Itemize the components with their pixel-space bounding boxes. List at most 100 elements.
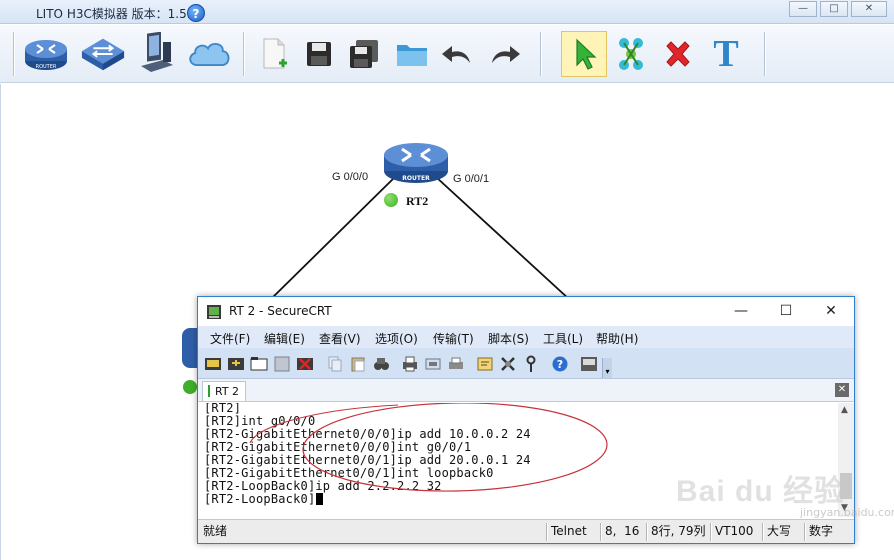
- connect-link-icon[interactable]: [608, 31, 654, 77]
- terminal-line: [RT2]: [204, 403, 242, 415]
- session-tab-label: RT 2: [215, 385, 240, 398]
- pc-tool-icon[interactable]: [134, 31, 180, 77]
- cloud-tool-icon[interactable]: [186, 31, 232, 77]
- router-badge: ROUTER: [36, 64, 57, 70]
- securecrt-toolbar: ? ▾: [198, 348, 854, 379]
- scroll-up-icon[interactable]: ▲: [841, 405, 848, 415]
- key-icon[interactable]: [522, 355, 540, 373]
- menu-transfer[interactable]: 传输(T): [433, 332, 474, 346]
- save-as-icon[interactable]: [341, 31, 387, 77]
- maximize-button[interactable]: □: [820, 1, 848, 17]
- status-caps: 大写: [762, 523, 791, 541]
- securecrt-title: RT 2 - SecureCRT: [229, 304, 332, 318]
- menu-file[interactable]: 文件(F): [210, 332, 251, 346]
- menu-edit[interactable]: 编辑(E): [264, 332, 305, 346]
- status-ready: 就绪: [203, 524, 228, 538]
- main-toolbar: ROUTER: [0, 25, 894, 83]
- quick-connect-icon[interactable]: [227, 355, 245, 373]
- connect-icon[interactable]: [204, 355, 222, 373]
- session-tab-bar: RT 2 ✕: [198, 379, 854, 402]
- router-icon-partial[interactable]: [182, 328, 198, 368]
- menu-view[interactable]: 查看(V): [319, 332, 361, 346]
- session-options-icon[interactable]: [476, 355, 494, 373]
- switch-tool-icon[interactable]: [80, 31, 126, 77]
- printer-icon[interactable]: [447, 355, 465, 373]
- tab-status-indicator: [208, 385, 210, 397]
- keymap-icon[interactable]: [580, 355, 598, 373]
- toolbar-separator: [764, 32, 765, 76]
- app-titlebar: LITO H3C模拟器 版本：1.5.2 ? — □ ✕: [0, 0, 894, 24]
- disconnect-icon[interactable]: [296, 355, 314, 373]
- terminal-cursor: [316, 493, 324, 505]
- app-title: LITO H3C模拟器 版本：1.5.2: [36, 7, 199, 21]
- terminal-line: [RT2-LoopBack0]ip add 2.2.2.2 32: [204, 479, 442, 493]
- open-folder-icon[interactable]: [389, 31, 435, 77]
- rt2-router-icon[interactable]: ROUTER: [382, 137, 450, 187]
- close-button[interactable]: ✕: [851, 1, 887, 17]
- status-rows-cols: 8行, 79列: [646, 523, 706, 541]
- link-g0-0-0[interactable]: [269, 176, 396, 301]
- status-num: 数字: [804, 523, 833, 541]
- status-dot: [183, 380, 197, 394]
- find-icon[interactable]: [372, 355, 390, 373]
- reconnect-icon[interactable]: [273, 355, 291, 373]
- menu-help[interactable]: 帮助(H): [596, 332, 639, 346]
- menu-tools[interactable]: 工具(L): [543, 332, 584, 346]
- router-badge: ROUTER: [402, 175, 430, 182]
- terminal-line: [RT2-GigabitEthernet0/0/0]int g0/0/1: [204, 440, 472, 454]
- crt-maximize-button[interactable]: ☐: [779, 303, 793, 319]
- securecrt-window: RT 2 - SecureCRT — ☐ ✕ 文件(F) 编辑(E) 查看(V)…: [197, 296, 855, 544]
- toolbar-separator: [243, 32, 244, 76]
- connect-in-tab-icon[interactable]: [250, 355, 268, 373]
- crt-close-button[interactable]: ✕: [825, 303, 837, 319]
- print-icon[interactable]: [401, 355, 419, 373]
- terminal-prompt: [RT2-LoopBack0]: [204, 492, 316, 506]
- terminal-prompt-line: [RT2-LoopBack0]: [204, 492, 324, 506]
- select-pointer-icon[interactable]: [561, 31, 607, 77]
- device-label: RT2: [406, 194, 429, 208]
- status-protocol: Telnet: [546, 523, 587, 541]
- undo-icon[interactable]: [435, 31, 481, 77]
- scroll-down-icon[interactable]: ▼: [841, 503, 848, 513]
- global-options-icon[interactable]: [499, 355, 517, 373]
- menu-options[interactable]: 选项(O): [375, 332, 418, 346]
- router-tool-icon[interactable]: ROUTER: [23, 31, 69, 77]
- link-g0-0-1[interactable]: [435, 176, 571, 301]
- toolbar-overflow-chevron-icon[interactable]: ▾: [602, 358, 612, 378]
- redo-icon[interactable]: [481, 31, 527, 77]
- help-icon[interactable]: ?: [187, 4, 205, 22]
- terminal-scrollbar[interactable]: ▲ ▼: [838, 403, 854, 517]
- port-label-right: G 0/0/1: [453, 173, 490, 185]
- status-cursor-position: 8, 16: [600, 523, 639, 541]
- scroll-thumb[interactable]: [840, 473, 852, 499]
- crt-minimize-button[interactable]: —: [734, 303, 748, 319]
- toolbar-separator: [13, 32, 14, 76]
- watermark-logo: Bai du 经验: [676, 475, 846, 508]
- new-file-icon[interactable]: [251, 31, 297, 77]
- delete-icon[interactable]: [655, 31, 701, 77]
- save-icon[interactable]: [296, 31, 342, 77]
- text-tool-icon[interactable]: T: [713, 33, 739, 75]
- toolbar-separator: [540, 32, 541, 76]
- securecrt-app-icon: [207, 305, 221, 319]
- status-emulation: VT100: [710, 523, 753, 541]
- menu-script[interactable]: 脚本(S): [488, 332, 529, 346]
- terminal-line: [RT2]int g0/0/0: [204, 414, 316, 428]
- terminal-line: [RT2-GigabitEthernet0/0/0]ip add 10.0.0.…: [204, 427, 531, 441]
- status-bar: 就绪 Telnet 8, 16 8行, 79列 VT100 大写 数字: [198, 519, 854, 543]
- svg-text:?: ?: [557, 358, 563, 371]
- paste-icon[interactable]: [349, 355, 367, 373]
- session-tab[interactable]: RT 2: [202, 381, 246, 401]
- print-selection-icon[interactable]: [424, 355, 442, 373]
- port-label-left: G 0/0/0: [332, 171, 369, 183]
- terminal-line: [RT2-GigabitEthernet0/0/1]ip add 20.0.0.…: [204, 453, 531, 467]
- terminal-line: [RT2-GigabitEthernet0/0/1]int loopback0: [204, 466, 494, 480]
- tab-close-icon[interactable]: ✕: [835, 383, 849, 397]
- menu-bar: 文件(F) 编辑(E) 查看(V) 选项(O) 传输(T) 脚本(S) 工具(L…: [198, 326, 854, 348]
- minimize-button[interactable]: —: [789, 1, 817, 17]
- watermark-subtext: jingyan.baidu.com: [800, 506, 894, 519]
- help-icon[interactable]: ?: [551, 355, 569, 373]
- securecrt-titlebar: RT 2 - SecureCRT — ☐ ✕: [198, 297, 854, 326]
- copy-icon[interactable]: [326, 355, 344, 373]
